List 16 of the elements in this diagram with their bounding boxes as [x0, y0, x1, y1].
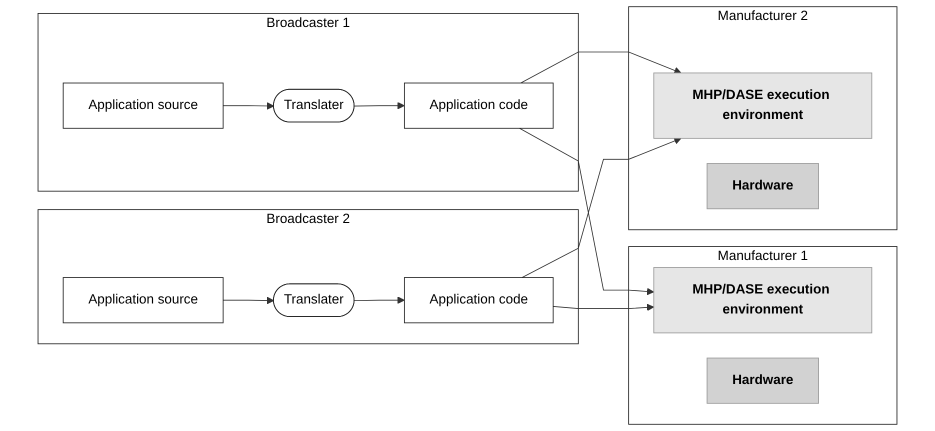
arrow: [519, 128, 654, 296]
node-box: Application source: [62, 277, 224, 324]
arrow: [354, 296, 405, 304]
arrow: [522, 137, 682, 278]
node-box: Application code: [404, 277, 554, 324]
arrow: [552, 304, 654, 312]
node-box: Hardware: [706, 163, 819, 210]
arrow: [520, 52, 682, 84]
arrow: [222, 102, 274, 110]
arrow: [222, 296, 274, 304]
node-box: Application source: [62, 82, 224, 129]
node-box: MHP/DASE execution environment: [653, 72, 872, 139]
node-box: MHP/DASE execution environment: [653, 267, 872, 334]
node-box: Application code: [404, 82, 554, 129]
node-box: Hardware: [706, 358, 819, 404]
arrow: [354, 102, 405, 110]
